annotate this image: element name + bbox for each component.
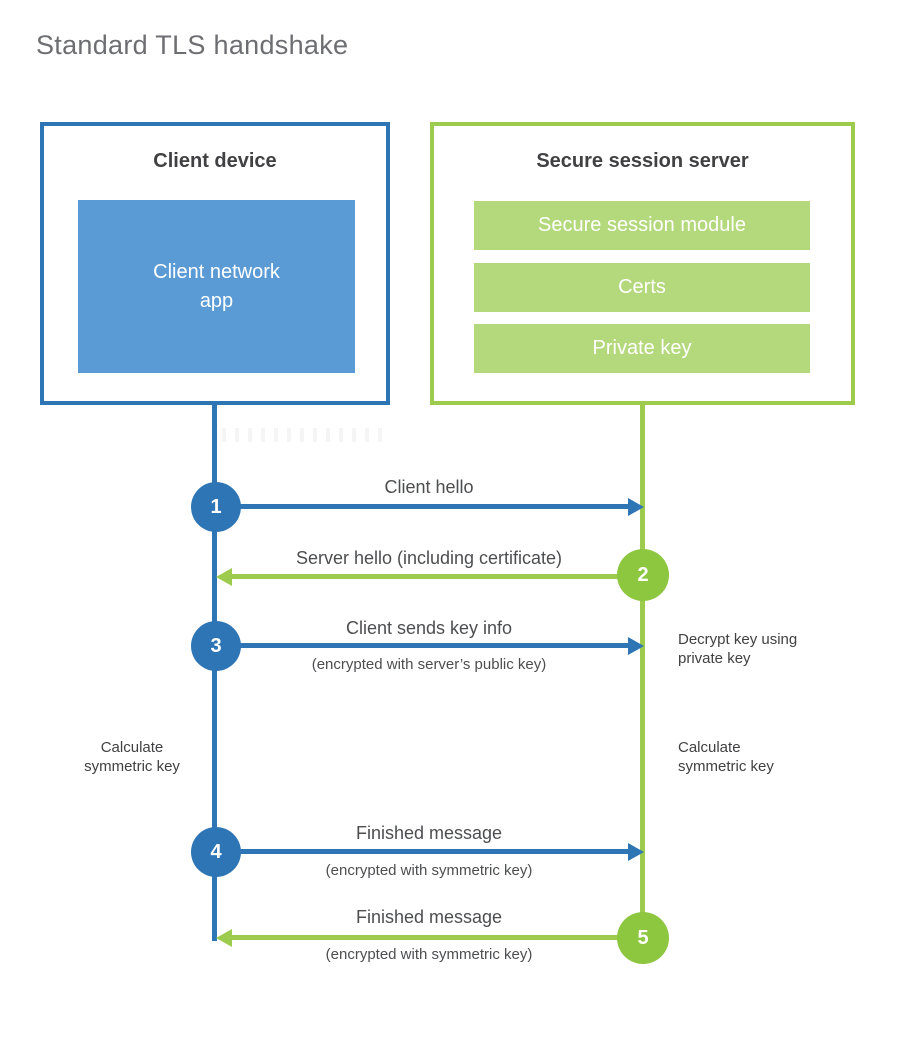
page-title: Standard TLS handshake bbox=[36, 30, 349, 60]
step3-badge: 3 bbox=[191, 621, 241, 671]
secure-session-server-box: Secure session server Secure session mod… bbox=[430, 122, 855, 405]
arrowhead-right-icon bbox=[628, 636, 644, 655]
step5-badge: 5 bbox=[617, 912, 669, 964]
calculate-symmetric-key-note-client: Calculate symmetric key bbox=[84, 739, 180, 775]
step4-label: Finished message bbox=[355, 823, 503, 843]
server-hello-arrow bbox=[216, 567, 620, 586]
client-network-app-label-line1: Client network bbox=[153, 260, 280, 283]
step2-badge: 2 bbox=[617, 549, 669, 601]
client-device-box: Client device Client network app bbox=[40, 122, 390, 405]
step5-sublabel: (encrypted with symmetric key) bbox=[325, 946, 533, 963]
arrowhead-right-icon bbox=[628, 497, 644, 516]
step5-number: 5 bbox=[637, 926, 649, 949]
client-lifeline bbox=[212, 405, 217, 941]
arrowhead-left-icon bbox=[216, 928, 232, 947]
step3-number: 3 bbox=[210, 634, 222, 657]
finished-message-server-arrow bbox=[216, 928, 620, 947]
step1-label: Client hello bbox=[384, 477, 474, 497]
client-device-title: Client device bbox=[153, 150, 277, 172]
step2-label: Server hello (including certificate) bbox=[295, 548, 563, 568]
client-hello-arrow bbox=[240, 497, 644, 516]
arrowhead-left-icon bbox=[216, 567, 232, 586]
finished-message-client-arrow bbox=[240, 842, 644, 861]
step3-label: Client sends key info bbox=[345, 618, 513, 638]
step4-badge: 4 bbox=[191, 827, 241, 877]
decrypt-key-note: Decrypt key using private key bbox=[678, 631, 798, 667]
client-network-app-box: Client network app bbox=[78, 200, 355, 373]
step3-sublabel: (encrypted with server’s public key) bbox=[311, 656, 547, 673]
arrowhead-right-icon bbox=[628, 842, 644, 861]
server-module-certs: Certs bbox=[474, 263, 810, 312]
step1-badge: 1 bbox=[191, 482, 241, 532]
step5-label: Finished message bbox=[355, 907, 503, 927]
secure-session-server-title: Secure session server bbox=[536, 150, 749, 172]
step1-number: 1 bbox=[210, 495, 222, 518]
step4-number: 4 bbox=[210, 840, 222, 863]
step2-number: 2 bbox=[637, 563, 649, 586]
calculate-symmetric-key-note-server: Calculate symmetric key bbox=[678, 739, 774, 775]
server-lifeline bbox=[640, 405, 645, 938]
server-module-secure-session: Secure session module bbox=[474, 201, 810, 250]
step4-sublabel: (encrypted with symmetric key) bbox=[325, 862, 533, 879]
server-module-private-key: Private key bbox=[474, 324, 810, 373]
client-key-info-arrow bbox=[240, 636, 644, 655]
faint-dashes-artifact bbox=[222, 428, 386, 442]
client-network-app-label-line2: app bbox=[199, 289, 234, 312]
